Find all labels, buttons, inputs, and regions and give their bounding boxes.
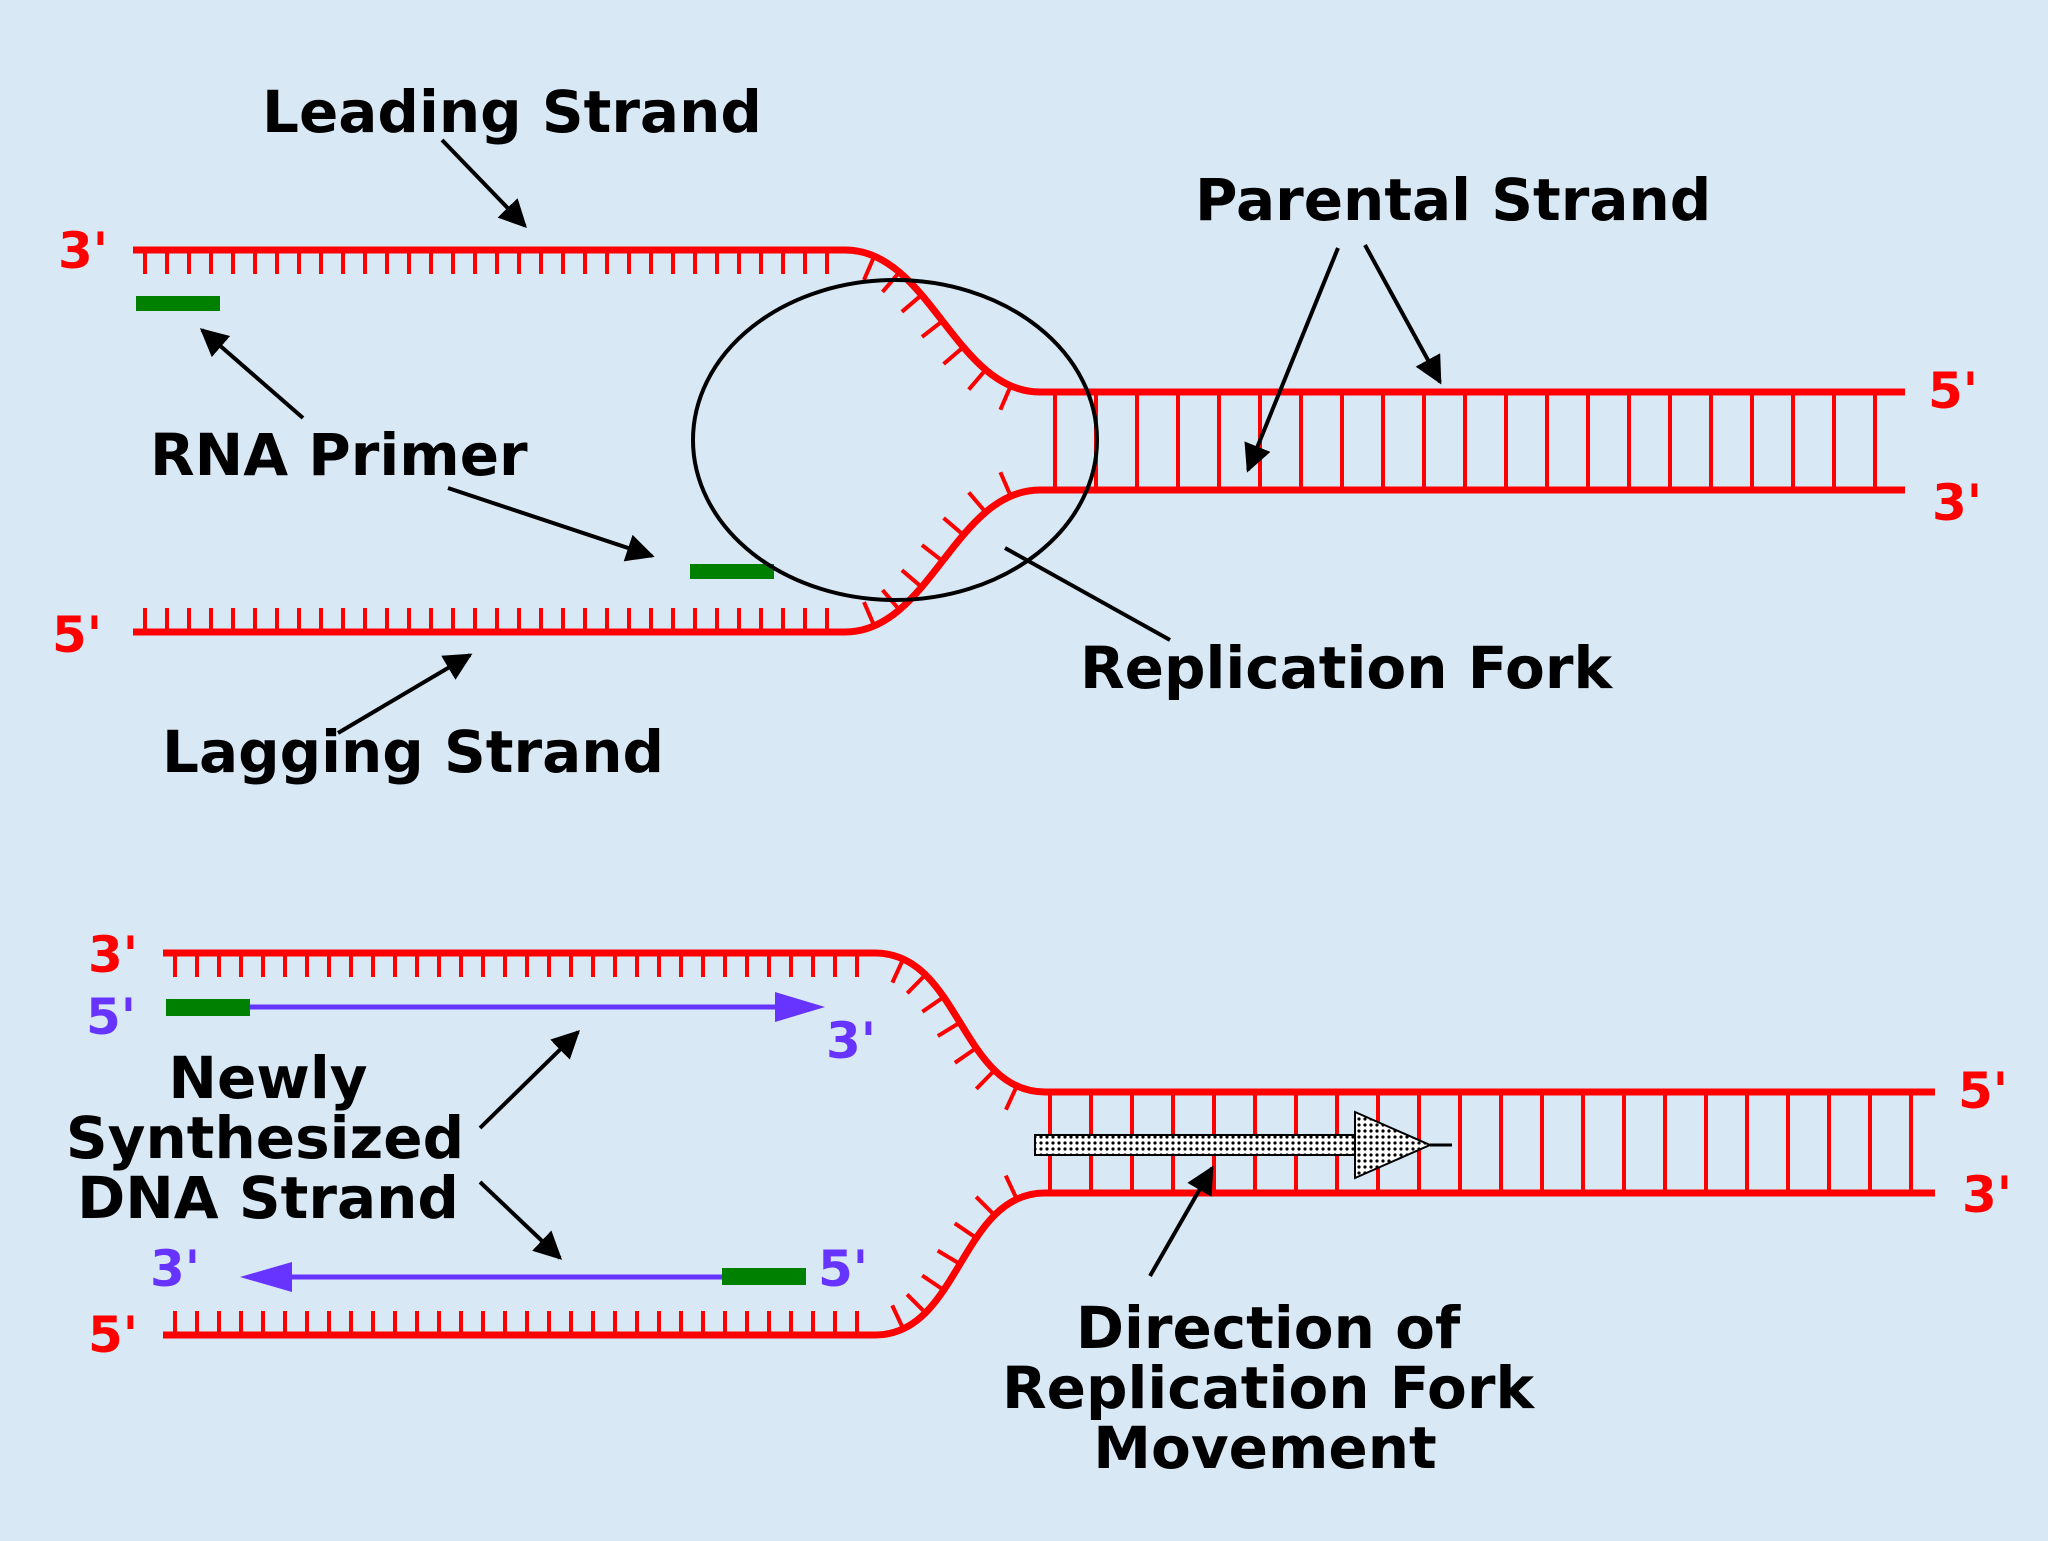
base-pair-tick xyxy=(921,995,945,1014)
lagging-strand-label: Lagging Strand xyxy=(162,718,664,786)
base-pair-tick xyxy=(862,601,877,627)
newly-synth-arrow-up xyxy=(478,1030,581,1130)
base-pair-tick xyxy=(905,1293,927,1315)
parental-strand-arrow-right xyxy=(1363,244,1442,385)
base-pair-tick xyxy=(974,1068,996,1091)
leading-strand-arrow xyxy=(440,138,527,229)
lagging-strand-arrow xyxy=(336,653,473,735)
bottom-upper-left-new-end: 5' xyxy=(86,988,136,1046)
base-pair-tick xyxy=(905,973,927,995)
base-pair-tick xyxy=(890,1304,906,1330)
bottom-right-bottom-end: 3' xyxy=(1962,1166,2012,1224)
newly-synth-arrow-down xyxy=(478,1180,563,1260)
base-pair-tick xyxy=(974,1195,996,1217)
base-pair-tick xyxy=(936,1248,962,1266)
base-pair-tick xyxy=(921,1273,945,1292)
base-pair-tick xyxy=(967,368,988,391)
top-lower-left-end: 5' xyxy=(52,606,102,664)
base-pair-tick xyxy=(936,1020,962,1038)
bottom-lower-new-5-end: 5' xyxy=(818,1240,868,1298)
newly-synthesized-label-2: Synthesized xyxy=(66,1104,464,1172)
rna-primer-arrow-right xyxy=(447,486,655,562)
base-pair-tick xyxy=(942,345,965,366)
bottom-right-top-end: 5' xyxy=(1958,1062,2008,1120)
base-pair-tick xyxy=(942,516,965,537)
base-pair-tick xyxy=(920,543,944,563)
top-lower-backbone xyxy=(133,486,1905,636)
replication-fork-label: Replication Fork xyxy=(1080,634,1613,702)
base-pair-tick xyxy=(862,255,877,281)
direction-arrow xyxy=(1148,1165,1214,1277)
primer-lower-new xyxy=(722,1268,806,1285)
top-right-bottom-end: 3' xyxy=(1932,474,1982,532)
parental-strand-label: Parental Strand xyxy=(1195,166,1711,234)
parental-strand-arrow-left xyxy=(1244,247,1340,473)
base-pair-tick xyxy=(880,270,901,294)
direction-label-3: Movement xyxy=(1093,1414,1437,1482)
top-upper-backbone xyxy=(133,246,1905,396)
bottom-panel: Newly Synthesized DNA Strand Direction o… xyxy=(66,926,2012,1482)
direction-label-1: Direction of xyxy=(1076,1294,1461,1362)
base-pair-tick xyxy=(920,319,944,339)
base-pair-tick xyxy=(900,293,923,314)
newly-synthesized-label-3: DNA Strand xyxy=(77,1164,459,1232)
bottom-lower-new-3-end: 3' xyxy=(150,1240,200,1298)
base-pair-tick xyxy=(998,385,1013,411)
base-pair-tick xyxy=(900,568,923,589)
new-strand-lower-arrowhead xyxy=(240,1262,292,1292)
bottom-upper-backbone xyxy=(163,949,1935,1096)
base-pair-tick xyxy=(967,491,988,514)
rna-primer-label: RNA Primer xyxy=(150,421,528,489)
base-pair-tick xyxy=(953,1046,978,1065)
bottom-upper-left-parent-end: 3' xyxy=(88,926,138,984)
replication-fork-circle xyxy=(691,278,1099,602)
direction-label-2: Replication Fork xyxy=(1002,1354,1535,1422)
base-pair-tick xyxy=(1004,1085,1019,1111)
rna-primer-leading xyxy=(136,296,220,311)
primer-upper-new xyxy=(166,999,250,1016)
rna-primer-arrow-up xyxy=(199,328,305,420)
leading-strand-label: Leading Strand xyxy=(262,78,762,146)
replication-fork-arrow xyxy=(1004,546,1171,642)
base-pair-tick xyxy=(953,1221,978,1240)
bottom-lower-left-parent-end: 5' xyxy=(88,1306,138,1364)
newly-synthesized-label-1: Newly xyxy=(168,1044,367,1112)
top-right-top-end: 5' xyxy=(1928,362,1978,420)
fork-direction-arrow xyxy=(1034,1110,1452,1180)
new-strand-upper-arrowhead xyxy=(775,992,825,1022)
bottom-upper-new-3-end: 3' xyxy=(826,1012,876,1070)
base-pair-tick xyxy=(890,958,906,984)
base-pair-tick xyxy=(998,471,1013,497)
base-pair-tick xyxy=(1003,1174,1019,1200)
top-panel: Leading Strand Parental Strand RNA Prime… xyxy=(52,78,1982,786)
top-upper-left-end: 3' xyxy=(58,222,108,280)
rna-primer-lagging xyxy=(690,564,774,579)
